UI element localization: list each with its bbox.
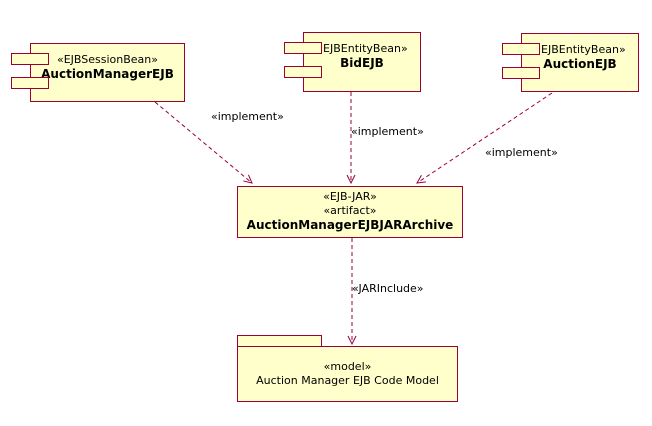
component-name: AuctionManagerEJB <box>41 67 174 81</box>
component-auction-ejb: «EJBEntityBean» AuctionEJB <box>502 33 639 92</box>
component-stereotype: «EJBEntityBean» <box>534 43 626 56</box>
component-stereotype: «EJBEntityBean» <box>316 42 408 55</box>
component-port-icon <box>11 53 49 65</box>
edge-label-implement-3: «implement» <box>485 146 558 159</box>
component-bid-ejb: «EJBEntityBean» BidEJB <box>284 32 421 92</box>
component-stereotype: «EJBSessionBean» <box>56 53 158 66</box>
edge-label-implement-1: «implement» <box>211 110 284 123</box>
package-name: Auction Manager EJB Code Model <box>256 374 439 387</box>
artifact-stereotype: «EJB-JAR» <box>323 190 377 203</box>
component-auction-manager-ejb: «EJBSessionBean» AuctionManagerEJB <box>11 43 185 102</box>
component-name: BidEJB <box>340 56 384 70</box>
component-port-icon <box>284 66 322 78</box>
component-name: AuctionEJB <box>543 57 617 71</box>
artifact-stereotype: «artifact» <box>323 204 377 217</box>
artifact-name: AuctionManagerEJBJARArchive <box>246 218 454 232</box>
component-port-icon <box>11 77 49 89</box>
edge-label-jarinclude: «JARInclude» <box>352 282 424 295</box>
package-auction-manager-ejb-code-model: «model» Auction Manager EJB Code Model <box>237 346 458 402</box>
component-port-icon <box>284 42 322 54</box>
package-stereotype: «model» <box>323 360 372 373</box>
edge-label-implement-2: «implement» <box>351 125 424 138</box>
component-port-icon <box>502 43 540 55</box>
artifact-auction-manager-ejb-jar-archive: «EJB-JAR» «artifact» AuctionManagerEJBJA… <box>237 186 463 238</box>
component-port-icon <box>502 67 540 79</box>
edge-implement-auctionejb <box>416 92 553 184</box>
